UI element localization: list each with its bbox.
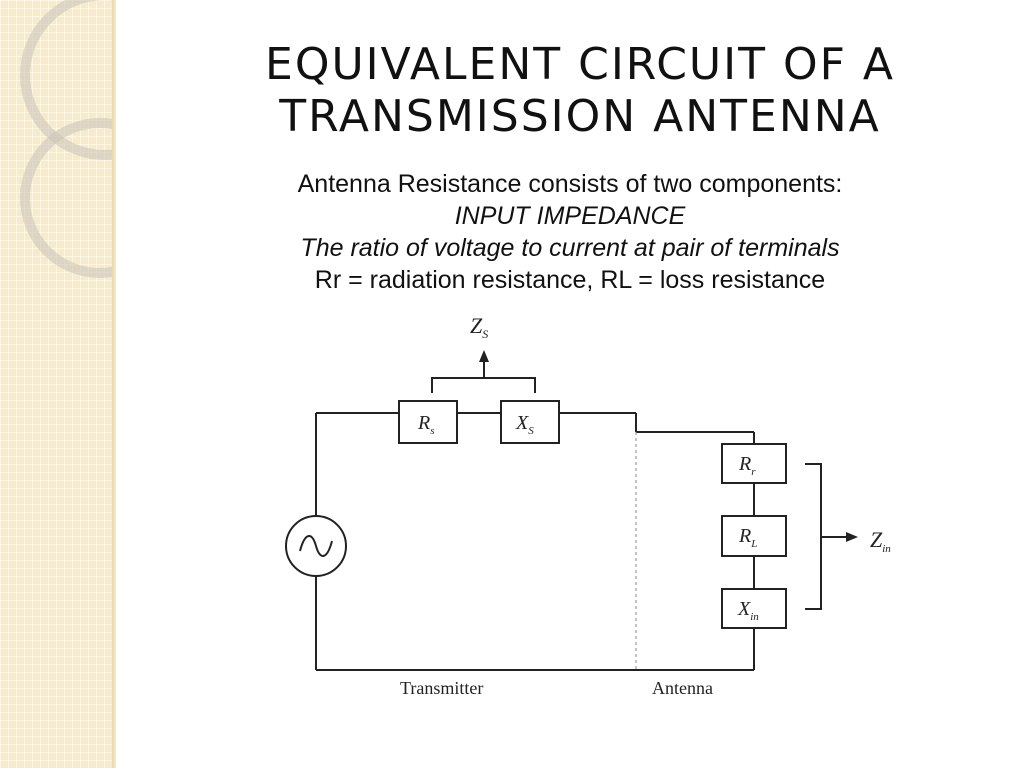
rl-label: RL (738, 525, 757, 550)
zs-label: ZS (470, 313, 488, 341)
sidebar-edge (112, 0, 116, 768)
zs-bracket (431, 377, 536, 393)
slide-title: EQUIVALENT CIRCUIT OF A TRANSMISSION ANT… (150, 39, 1010, 143)
slide-body-text: Antenna Resistance consists of two compo… (140, 168, 1000, 296)
rs-label: Rs (417, 412, 435, 437)
zin-arrowhead (846, 532, 858, 542)
body-line-2: INPUT IMPEDANCE (454, 202, 686, 230)
antenna-label: Antenna (652, 678, 713, 698)
ac-source-icon (285, 515, 347, 577)
xin-label: Xin (737, 598, 759, 623)
slide-title-line-2: TRANSMISSION ANTENNA (279, 91, 881, 143)
sine-wave-icon (299, 535, 333, 557)
body-line-4: Rr = radiation resistance, RL = loss res… (314, 266, 826, 294)
resistor-rs (398, 400, 458, 444)
resistor-rr (721, 443, 787, 484)
zin-bracket (805, 463, 822, 610)
rr-label: Rr (738, 453, 756, 478)
body-line-1: Antenna Resistance consists of two compo… (297, 170, 843, 198)
body-line-3: The ratio of voltage to current at pair … (300, 234, 840, 262)
xs-label: XS (515, 412, 534, 437)
reactance-xin (721, 588, 787, 629)
transmitter-label: Transmitter (400, 678, 483, 698)
decorative-sidebar (0, 0, 114, 768)
zin-label: Zin (870, 527, 891, 555)
zs-arrowhead (479, 350, 489, 362)
slide-title-line-1: EQUIVALENT CIRCUIT OF A (265, 39, 895, 91)
reactance-xs (500, 400, 560, 444)
resistor-rl (721, 515, 787, 557)
